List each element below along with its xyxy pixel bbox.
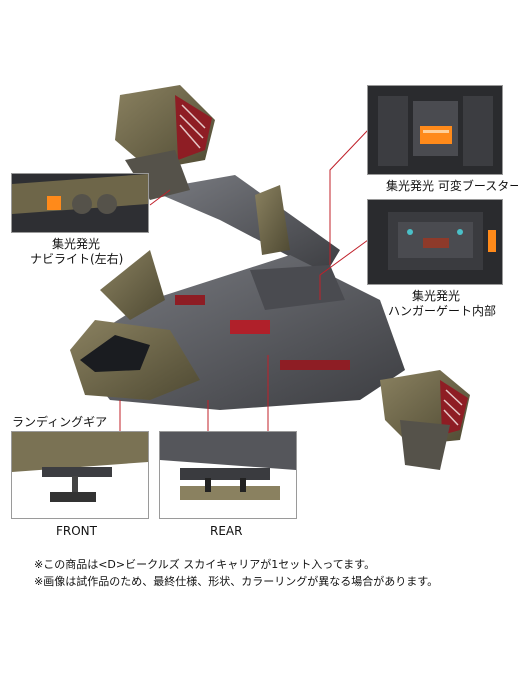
hangar-label-line1: 集光発光 [412, 289, 461, 303]
navi-label-line1: 集光発光 [52, 237, 101, 251]
rear-label: REAR [210, 524, 243, 538]
note-line-2: ※画像は試作品のため、最終仕様、形状、カラーリングが異なる場合があります。 [34, 575, 439, 588]
front-gear-inset-photo [12, 432, 148, 518]
booster-label: 集光発光 可変ブースター [386, 179, 518, 193]
landing-gear-label: ランディングギア [12, 415, 108, 429]
navi-light-inset-photo [12, 174, 148, 232]
rear-gear-inset-photo [160, 432, 296, 518]
front-label: FRONT [56, 524, 97, 538]
hangar-label-line2: ハンガーゲート内部 [388, 304, 497, 318]
note-line-1: ※この商品は<D>ビークルズ スカイキャリアが1セット入ってます。 [34, 558, 376, 571]
navi-label-line2: ナビライト(左右) [30, 252, 124, 266]
product-notes: ※この商品は<D>ビークルズ スカイキャリアが1セット入ってます。 ※画像は試作… [34, 556, 504, 590]
booster-inset-photo [368, 86, 502, 174]
hangar-gate-inset-photo [368, 200, 502, 284]
